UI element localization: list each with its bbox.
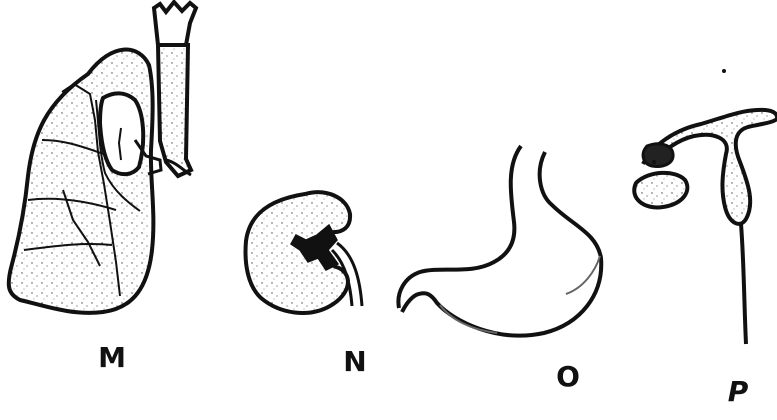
figure-label-p: P — [728, 378, 749, 406]
figure-label-m: M — [98, 344, 126, 372]
lung-drawing — [9, 2, 196, 313]
reproductive-organ-drawing — [634, 69, 777, 344]
stomach-drawing — [398, 146, 601, 336]
kidney-drawing — [246, 192, 362, 313]
figure-label-n: N — [343, 348, 366, 376]
figure-label-o: O — [556, 363, 580, 391]
